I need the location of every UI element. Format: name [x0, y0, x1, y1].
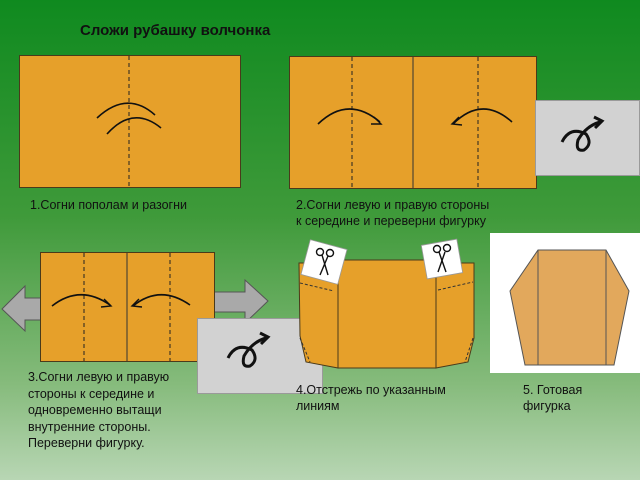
step4-cut-line-bottom-right	[464, 337, 474, 363]
step3-caption-line4: внутренние стороны.	[28, 420, 151, 434]
step3-caption-line2: стороны к середине и	[28, 387, 155, 401]
step4-cut-line-right	[437, 281, 474, 291]
fold-arrow-icon	[51, 294, 111, 307]
fold-arrow-icon	[452, 108, 513, 125]
step2-caption-line1: 2.Согни левую и правую стороны	[296, 198, 490, 212]
fold-arrow-icon	[100, 298, 113, 308]
step3-caption-line1: 3.Согни левую и правую	[28, 370, 170, 384]
step4-cut-line-bottom-left	[299, 337, 311, 363]
scissors-icon	[420, 238, 464, 280]
step4-caption-line1: 4.Отстрежь по указанным	[296, 383, 446, 397]
fold-arrow-icon	[106, 117, 162, 135]
page-title: Сложи рубашку волчонка	[80, 22, 271, 39]
step2-caption-line2: к середине и переверни фигурку	[296, 214, 486, 228]
step4-center-panel	[337, 259, 437, 369]
step3-caption-line5: Переверни фигурку.	[28, 436, 145, 450]
step4-caption-line2: линиям	[296, 399, 340, 413]
step1-caption: 1.Согни пополам и разогни	[30, 198, 188, 212]
step5-caption-line1: 5. Готовая	[523, 383, 583, 397]
step4-cut-line-left	[299, 282, 335, 292]
fold-arrow-icon	[371, 116, 383, 125]
step3-caption-line3: одновременно вытащи	[28, 403, 162, 417]
fold-arrow-icon	[96, 102, 156, 119]
scissors-icon	[300, 239, 348, 285]
fold-arrow-icon	[450, 116, 463, 126]
step5-caption-line2: фигурка	[523, 399, 571, 413]
fold-arrow-icon	[132, 294, 191, 307]
shirt-body	[509, 249, 630, 366]
step1-sheet	[19, 55, 241, 188]
fold-arrow-icon	[130, 298, 143, 308]
